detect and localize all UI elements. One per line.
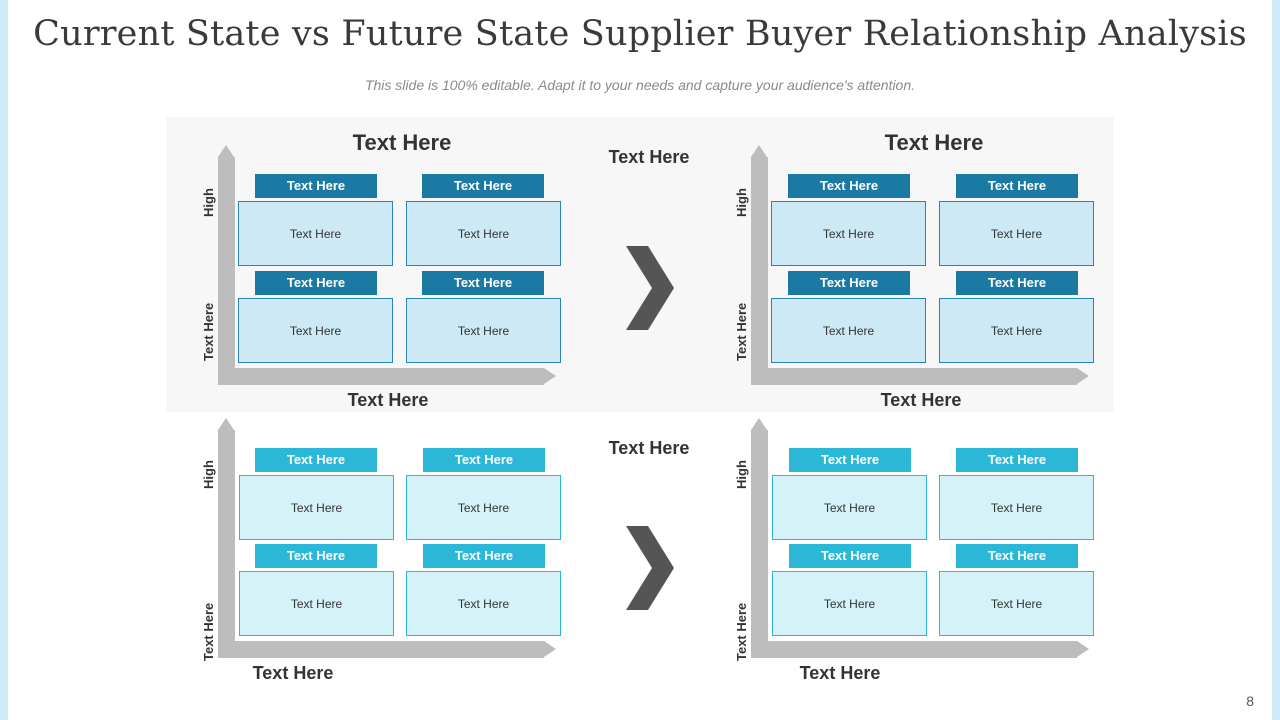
x-axis-label: Text Here — [880, 390, 962, 410]
x-axis-label: Text Here — [252, 663, 334, 683]
cell-box: Text Here — [939, 475, 1094, 540]
cell-text: Text Here — [457, 323, 510, 338]
chevron-right-icon — [626, 246, 674, 330]
slide-subtitle: This slide is 100% editable. Adapt it to… — [364, 77, 916, 93]
cell-box: Text Here — [406, 201, 561, 266]
cell-header: Text Here — [789, 544, 911, 568]
slide-title: Current State vs Future State Supplier B… — [33, 14, 1247, 54]
cell-header: Text Here — [788, 271, 910, 295]
cell-box: Text Here — [239, 475, 394, 540]
cell-header: Text Here — [255, 271, 377, 295]
transition-label: Text Here — [608, 147, 690, 167]
cell-text: Text Here — [457, 226, 510, 241]
cell-box: Text Here — [939, 201, 1094, 266]
y-axis-high-label: High — [201, 460, 216, 489]
cell-box: Text Here — [939, 571, 1094, 636]
cell-text: Text Here — [457, 596, 510, 611]
matrix-title: Text Here — [884, 130, 984, 155]
cell-text: Text Here — [289, 226, 342, 241]
cell-text: Text Here — [990, 226, 1043, 241]
cell-header: Text Here — [255, 544, 377, 568]
cell-text: Text Here — [290, 500, 343, 515]
y-axis-high-label: High — [201, 188, 216, 217]
cell-box: Text Here — [939, 298, 1094, 363]
cell-text: Text Here — [822, 226, 875, 241]
cell-header: Text Here — [423, 544, 545, 568]
cell-header: Text Here — [789, 448, 911, 472]
cell-box: Text Here — [238, 298, 393, 363]
matrix-title: Text Here — [352, 130, 452, 155]
cell-text: Text Here — [289, 323, 342, 338]
y-axis-arrow — [218, 145, 235, 385]
y-axis-label: Text Here — [734, 302, 749, 361]
cell-box: Text Here — [771, 298, 926, 363]
cell-text: Text Here — [290, 596, 343, 611]
y-axis-label: Text Here — [734, 602, 749, 661]
cell-text: Text Here — [822, 323, 875, 338]
cell-header: Text Here — [255, 448, 377, 472]
cell-header: Text Here — [422, 174, 544, 198]
cell-box: Text Here — [406, 298, 561, 363]
cell-text: Text Here — [990, 596, 1043, 611]
cell-text: Text Here — [823, 500, 876, 515]
cell-box: Text Here — [406, 475, 561, 540]
right-accent-strip — [1272, 0, 1280, 720]
left-accent-strip — [0, 0, 8, 720]
x-axis-arrow — [218, 368, 556, 385]
transition-label: Text Here — [608, 438, 690, 458]
cell-header: Text Here — [956, 174, 1078, 198]
cell-box: Text Here — [239, 571, 394, 636]
chevron-right-icon — [626, 526, 674, 610]
x-axis-arrow — [751, 641, 1089, 658]
y-axis-arrow — [751, 418, 768, 658]
x-axis-arrow — [751, 368, 1089, 385]
cell-text: Text Here — [990, 500, 1043, 515]
cell-header: Text Here — [788, 174, 910, 198]
x-axis-arrow — [218, 641, 556, 658]
y-axis-label: Text Here — [201, 602, 216, 661]
cell-header: Text Here — [255, 174, 377, 198]
cell-box: Text Here — [772, 571, 927, 636]
y-axis-label: Text Here — [201, 302, 216, 361]
x-axis-label: Text Here — [799, 663, 881, 683]
cell-header: Text Here — [422, 271, 544, 295]
cell-header: Text Here — [956, 544, 1078, 568]
cell-text: Text Here — [823, 596, 876, 611]
cell-box: Text Here — [238, 201, 393, 266]
y-axis-high-label: High — [734, 460, 749, 489]
cell-box: Text Here — [772, 475, 927, 540]
cell-box: Text Here — [771, 201, 926, 266]
cell-header: Text Here — [956, 448, 1078, 472]
cell-box: Text Here — [406, 571, 561, 636]
x-axis-label: Text Here — [347, 390, 429, 410]
cell-header: Text Here — [956, 271, 1078, 295]
y-axis-arrow — [751, 145, 768, 385]
cell-text: Text Here — [990, 323, 1043, 338]
y-axis-high-label: High — [734, 188, 749, 217]
cell-text: Text Here — [457, 500, 510, 515]
cell-header: Text Here — [423, 448, 545, 472]
page-number: 8 — [1246, 693, 1254, 709]
y-axis-arrow — [218, 418, 235, 658]
